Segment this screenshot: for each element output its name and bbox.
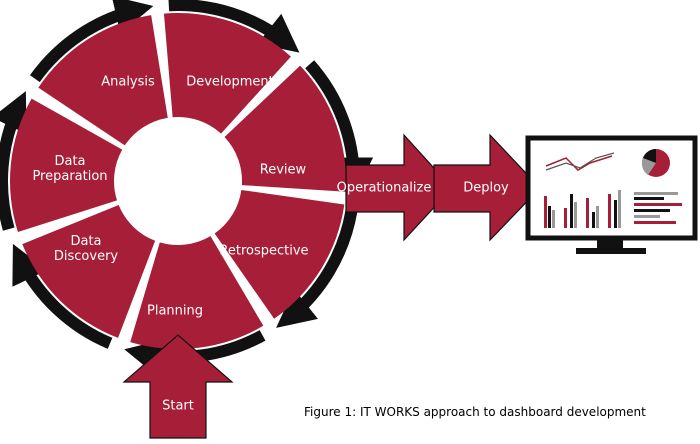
cycle-hub: [116, 119, 240, 243]
cycle-segments: [10, 12, 347, 349]
segment-label-review: Review: [260, 163, 307, 178]
segment-label-retrospective: Retrospective: [219, 244, 308, 259]
segment-data-preparation: [10, 98, 123, 232]
segment-label-planning: Planning: [147, 304, 203, 319]
operationalize-arrow-label: Operationalize: [337, 181, 432, 196]
segment-retrospective: [214, 189, 345, 319]
segment-label-development: Development: [186, 75, 274, 90]
cycle-arrow: [29, 0, 154, 83]
start-arrow: [122, 334, 234, 439]
operationalize-arrow: [345, 133, 453, 242]
monitor-dashboard-icon: [525, 135, 698, 254]
segment-analysis: [38, 15, 168, 146]
deploy-arrow: [433, 133, 541, 242]
segment-label-analysis: Analysis: [101, 75, 155, 90]
deploy-arrow-label: Deploy: [463, 181, 509, 196]
figure-caption: Figure 1: IT WORKS approach to dashboard…: [304, 405, 646, 419]
cycle-arrow: [0, 91, 27, 231]
segment-review: [224, 65, 347, 192]
segment-planning: [130, 236, 264, 349]
cycle-direction-arrows: [0, 0, 374, 377]
cycle-arrow: [168, 0, 300, 53]
segment-data-discovery: [22, 205, 156, 338]
cycle-arrow: [124, 330, 266, 377]
cycle-arrow: [276, 210, 358, 328]
segment-development: [163, 12, 291, 134]
start-arrow-label: Start: [162, 399, 194, 414]
cycle-arrow: [12, 243, 113, 349]
